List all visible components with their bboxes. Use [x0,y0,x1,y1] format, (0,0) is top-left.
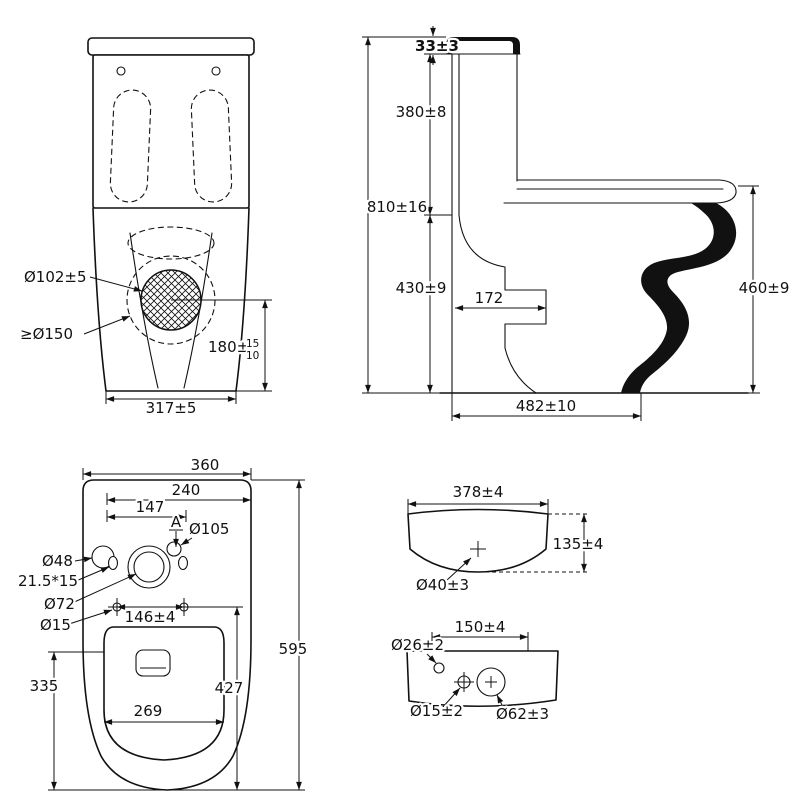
cistern-lid-hole-leader [446,557,472,581]
side-overall-height-label: 810±16 [367,198,427,216]
side-tank-height-label: 380±8 [396,103,447,121]
cistern-body-pitch-label: 150±4 [455,618,506,636]
plan-flush-hole [166,541,182,557]
side-seat-cover-lines [503,179,737,204]
plan-section-label: A [171,513,182,531]
side-lid-dim-label: 33±3 [415,37,459,55]
plan-leader-seat-hole [65,609,113,626]
rear-internal-channel-left [109,89,152,203]
plan-water-spot [135,649,171,677]
plan-leader-left-hole [74,556,93,563]
plan-flush-hole-label: Ø105 [189,520,229,538]
plan-valve-inner [133,551,165,583]
plan-147-label: 147 [136,498,165,516]
cistern-body-view: Ø26±2 150±4 Ø15±2 Ø62±3 [389,616,559,725]
rear-internal-channel-right [190,89,233,203]
rear-leader-spud [89,276,143,292]
rear-bowl-outline [92,207,250,392]
plan-left-hole-label: Ø48 [42,552,73,570]
cistern-body-small-hole-leader [441,687,461,709]
side-dim-extension-lines [362,36,760,421]
cistern-body-inlet-leader [496,694,505,710]
rear-width-dim-label: 317±5 [146,399,197,417]
side-pedestal-front [458,214,547,394]
rear-height-dim-label: 180± [208,338,249,356]
plan-leader-slot [75,566,110,582]
rear-tank-lid [87,37,255,56]
rear-bolt-hole-left [116,66,126,76]
cistern-body-small-hole-cross [454,672,474,692]
rear-height-tol-top: 15 [246,338,259,350]
rear-bowl-rim-dashed [127,226,215,260]
rear-dim-extension-lines [105,299,272,404]
rear-view: Ø102±5 ≥Ø150 180± 15 10 317±5 [18,37,272,419]
plan-leader-valve [69,573,137,605]
cistern-lid-hole-label: Ø40±3 [416,576,469,594]
rear-leader-min-circle [83,315,131,335]
cistern-body-left-hole-leader [426,653,437,664]
side-trap-offset-label: 172 [475,289,504,307]
cistern-body-inlet-label: Ø62±3 [496,705,549,723]
side-depth-label: 482±10 [516,397,576,415]
plan-360-label: 360 [191,456,220,474]
side-tank-lid-inner [452,41,513,54]
cistern-body-small-hole-label: Ø15±2 [410,702,463,720]
plan-slot-left [107,555,119,571]
rear-height-tol-bottom: 10 [246,350,259,362]
rear-bowl-inner-lines [129,232,213,389]
plan-slot-right [177,555,189,571]
plan-view: 360 240 147 A Ø105 Ø48 21.5*15 Ø72 Ø15 1… [16,454,310,791]
cistern-lid-width-label: 378±4 [453,483,504,501]
plan-bowl-rim [103,626,225,761]
cistern-lid-center-cross [470,541,486,557]
plan-240-label: 240 [172,481,201,499]
plan-595-label: 595 [279,640,308,658]
cistern-body-left-hole [433,662,445,674]
plan-slot-label: 21.5*15 [18,572,78,590]
side-tank-lines [445,53,521,394]
cistern-lid-outline [407,508,549,573]
plan-valve-label: Ø72 [44,595,75,613]
side-bowl-height-label: 430±9 [396,279,447,297]
plan-269-label: 269 [134,702,163,720]
side-seat-height-label: 460±9 [739,279,790,297]
rear-tank-body [92,54,250,209]
cistern-body-inlet-cross [485,676,497,688]
rear-spud-dim-label: Ø102±5 [24,268,87,286]
rear-bolt-hole-right [211,66,221,76]
plan-427-label: 427 [215,679,244,697]
plan-335-label: 335 [30,677,59,695]
side-view: 33±3 810±16 380±8 430±9 172 460±9 482±10 [362,26,792,421]
plan-seat-hole-label: Ø15 [40,616,71,634]
cistern-body-left-hole-label: Ø26±2 [391,636,444,654]
cistern-lid-height-label: 135±4 [553,535,604,553]
plan-leader-flush-hole [180,537,193,546]
side-bowl-profile-band [621,203,737,393]
plan-146-label: 146±4 [125,608,176,626]
cistern-lid-view: 378±4 135±4 Ø40±3 [407,481,606,596]
rear-min-circle-dim-label: ≥Ø150 [20,325,73,343]
